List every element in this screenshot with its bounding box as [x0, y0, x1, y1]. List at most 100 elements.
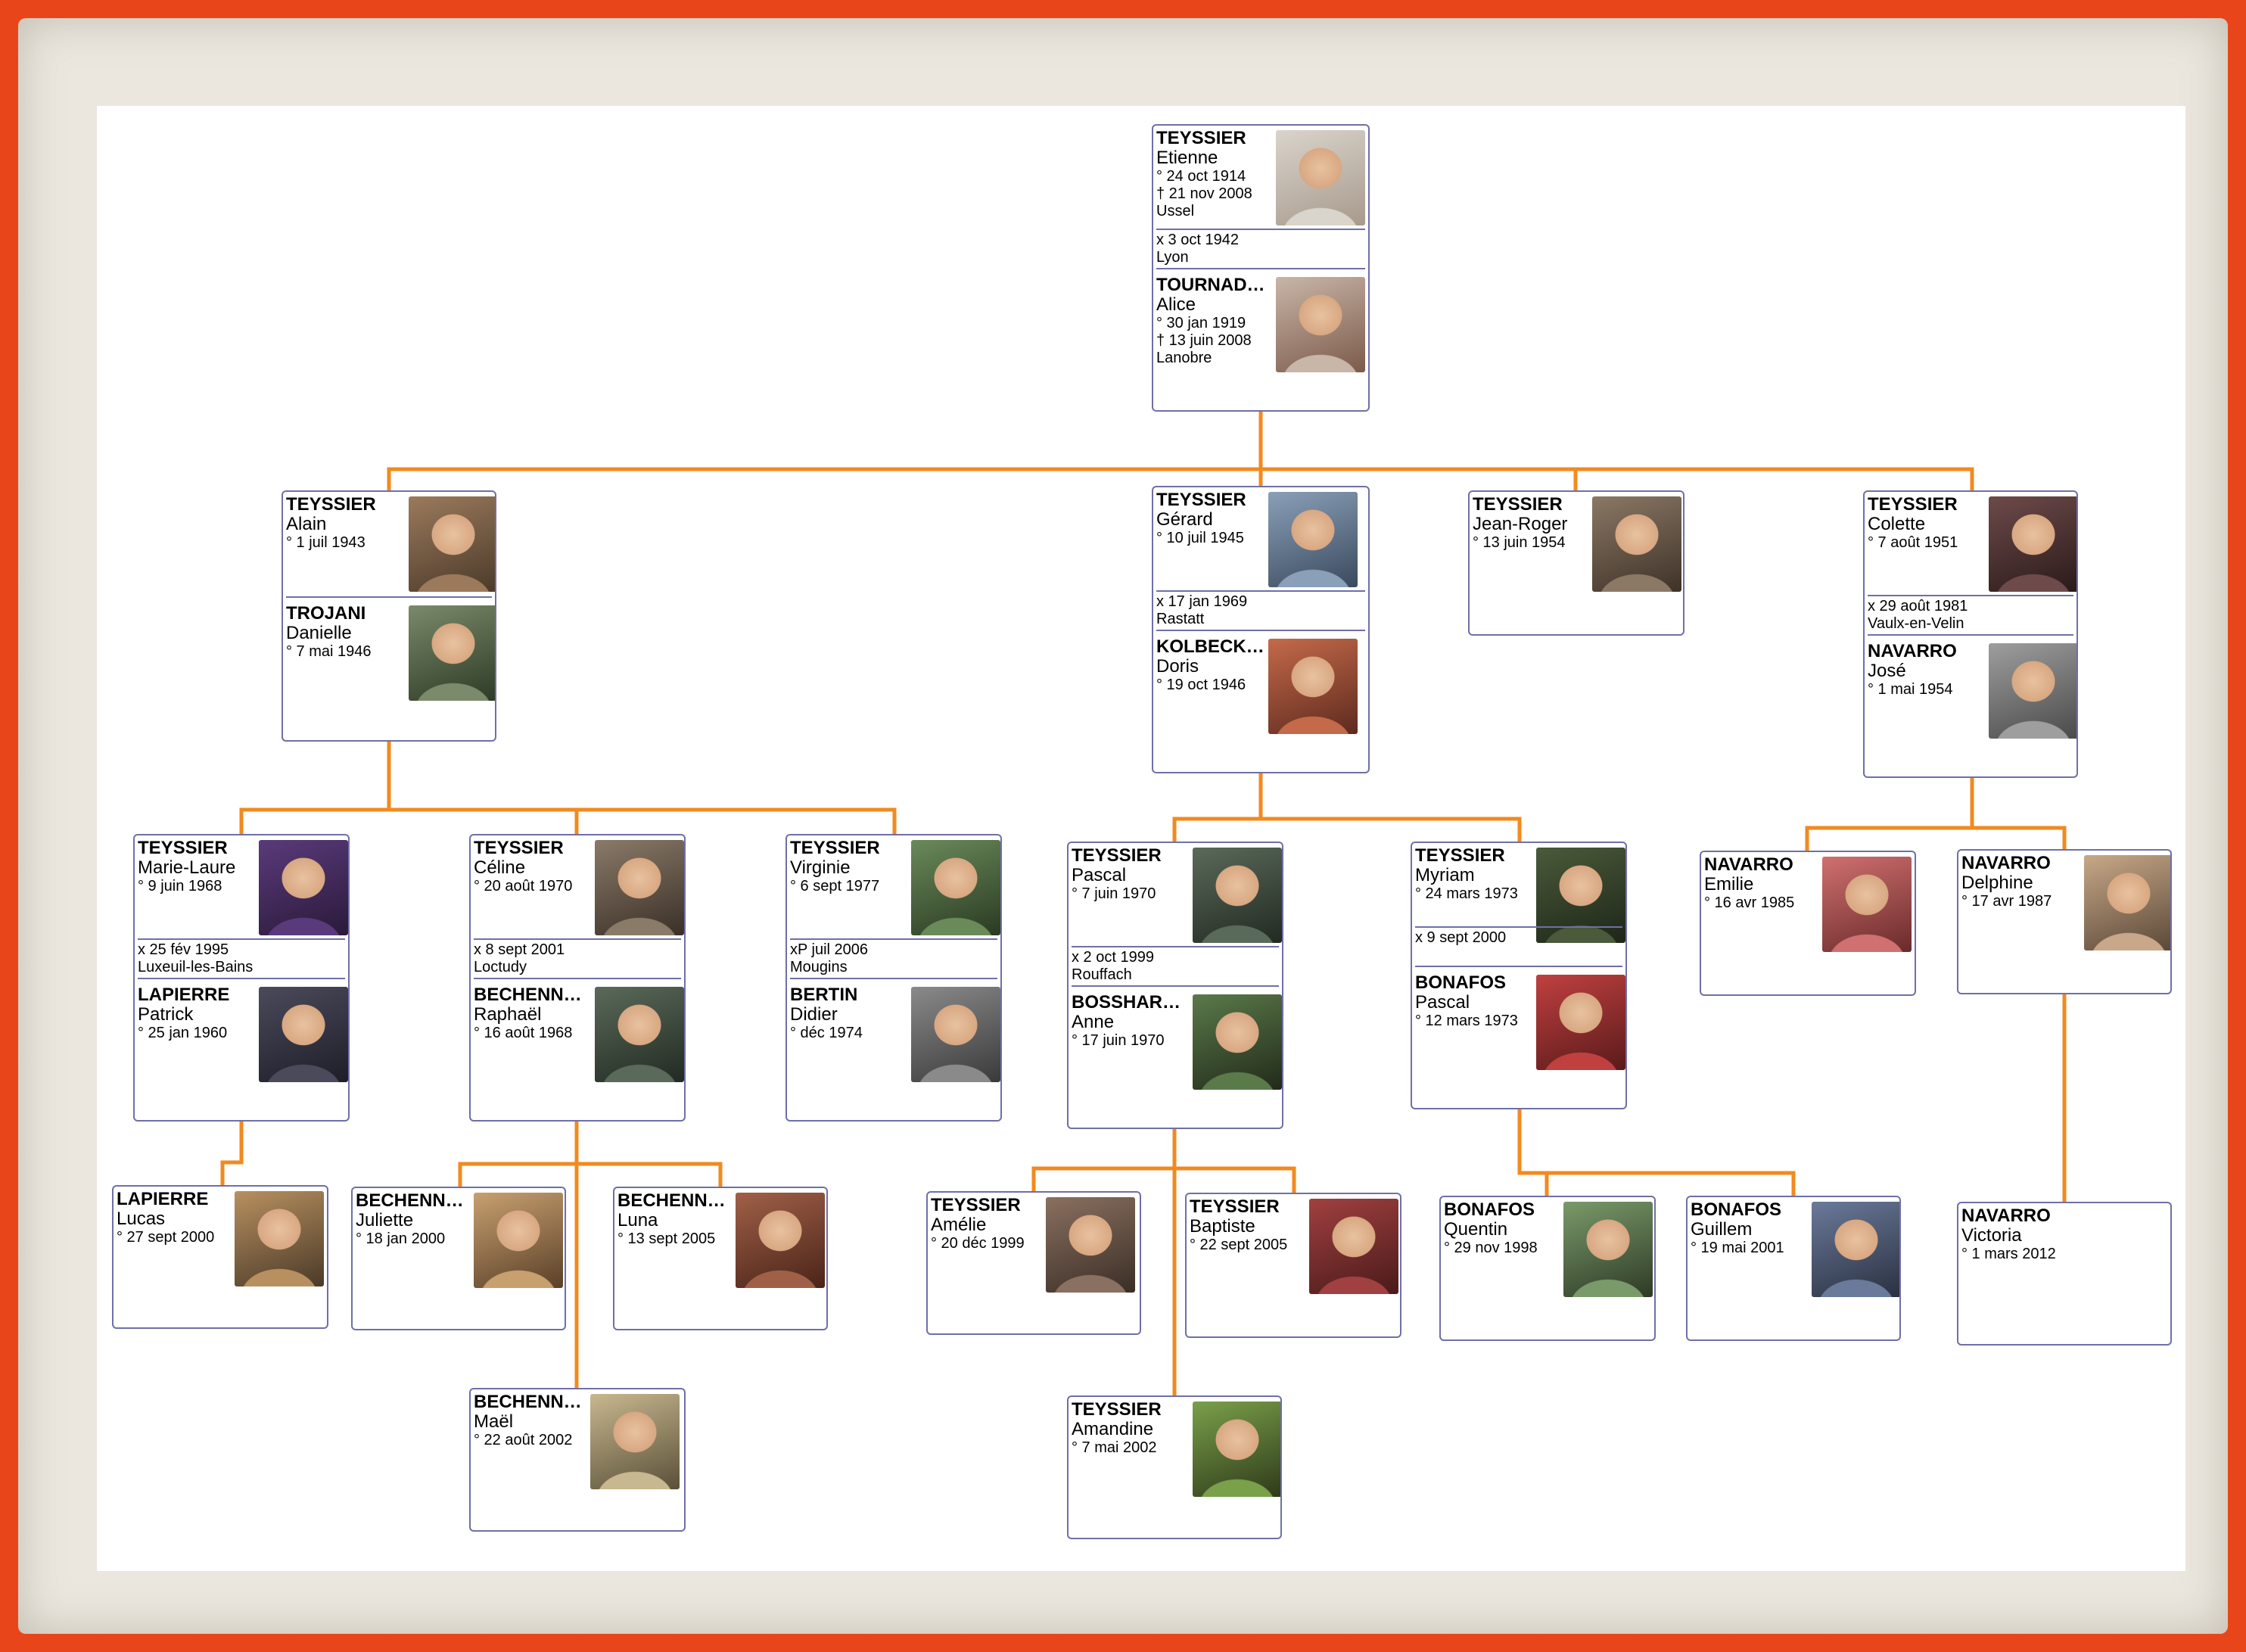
- person-surname: TEYSSIER: [286, 494, 376, 515]
- person-birth: ° déc 1974: [790, 1025, 863, 1041]
- person-surname: BOSSHAR…: [1072, 992, 1181, 1013]
- person-surname: BONAFOS: [1415, 972, 1506, 993]
- person-surname: LAPIERRE: [138, 985, 230, 1005]
- spouse-separator: [1156, 630, 1365, 631]
- person-birth: ° 1 mai 1954: [1868, 681, 1953, 698]
- person-surname: TEYSSIER: [1156, 490, 1246, 510]
- portrait-photo: [1989, 496, 2076, 592]
- spouse-separator: [790, 978, 997, 979]
- person-birth: ° 20 août 1970: [474, 878, 573, 894]
- person-surname: BECHENN…: [617, 1190, 726, 1211]
- union-date: x 3 oct 1942: [1156, 232, 1239, 248]
- union-separator: [1072, 946, 1279, 947]
- person-given-name: Myriam: [1415, 865, 1475, 885]
- person-birth: ° 19 oct 1946: [1156, 677, 1246, 693]
- person-surname: TEYSSIER: [1072, 845, 1162, 866]
- person-given-name: Quentin: [1444, 1219, 1508, 1240]
- person-birth: ° 1 mars 2012: [1961, 1246, 2056, 1262]
- person-surname: TEYSSIER: [1473, 494, 1563, 515]
- person-given-name: Victoria: [1961, 1225, 2022, 1246]
- spouse-separator: [1868, 634, 2073, 636]
- person-details: BECHENN…Maël° 22 août 2002: [474, 1392, 582, 1449]
- union-date: x 29 août 1981: [1868, 598, 1968, 614]
- person-birth: ° 7 août 1951: [1868, 534, 1958, 551]
- person-given-name: Virginie: [790, 857, 851, 878]
- family-links: [220, 409, 2067, 1398]
- portrait-photo: [235, 1191, 324, 1286]
- portrait-photo: [1193, 1402, 1280, 1497]
- person-birth: ° 30 jan 1919: [1156, 315, 1246, 331]
- person-given-name: José: [1868, 661, 1906, 681]
- person-surname: TEYSSIER: [474, 838, 564, 858]
- union-date: x 9 sept 2000: [1415, 929, 1507, 946]
- person-surname: TEYSSIER: [138, 838, 228, 858]
- person-birth: ° 16 avr 1985: [1704, 894, 1795, 911]
- person-birth: ° 29 nov 1998: [1444, 1240, 1538, 1256]
- union-date: x 17 jan 1969: [1156, 593, 1248, 610]
- person-given-name: Amélie: [931, 1215, 987, 1235]
- person-given-name: Danielle: [286, 623, 352, 643]
- person-surname: BECHENN…: [474, 1392, 582, 1412]
- person-place: Lanobre: [1156, 350, 1212, 366]
- portrait-photo: [1193, 994, 1282, 1090]
- union-date: xP juil 2006: [790, 941, 869, 958]
- union-place: Loctudy: [474, 959, 527, 975]
- portrait-photo: [474, 1193, 563, 1288]
- person-details: BECHENN…Raphaël° 16 août 1968: [474, 985, 582, 1042]
- portrait-photo: [911, 987, 1000, 1082]
- person-birth: ° 20 déc 1999: [931, 1235, 1025, 1252]
- person-surname: TEYSSIER: [1190, 1196, 1280, 1217]
- person-given-name: Lucas: [117, 1209, 166, 1229]
- person-given-name: Etienne: [1156, 148, 1218, 168]
- portrait-photo: [590, 1394, 680, 1489]
- spouse-separator: [286, 596, 492, 598]
- portrait-photo: [1046, 1197, 1135, 1293]
- person-surname: BONAFOS: [1444, 1199, 1535, 1220]
- portrait-photo: [911, 840, 1000, 935]
- person-given-name: Céline: [474, 857, 526, 878]
- union-place: Rastatt: [1156, 611, 1205, 627]
- person-surname: TOURNAD…: [1156, 275, 1265, 295]
- portrait-photo: [259, 987, 348, 1082]
- person-birth: ° 17 juin 1970: [1072, 1032, 1165, 1049]
- family-card[interactable]: BECHENN…Juliette° 18 jan 2000: [351, 1187, 566, 1330]
- family-card[interactable]: BECHENN…Maël° 22 août 2002: [469, 1388, 686, 1532]
- person-given-name: Anne: [1072, 1012, 1115, 1032]
- person-birth: ° 1 juil 1943: [286, 534, 366, 551]
- person-given-name: Baptiste: [1190, 1216, 1255, 1237]
- person-given-name: Pascal: [1415, 992, 1470, 1013]
- family-card[interactable]: BECHENN…Luna° 13 sept 2005: [613, 1187, 828, 1330]
- portrait-photo: [409, 605, 495, 701]
- portrait-photo: [1563, 1202, 1653, 1297]
